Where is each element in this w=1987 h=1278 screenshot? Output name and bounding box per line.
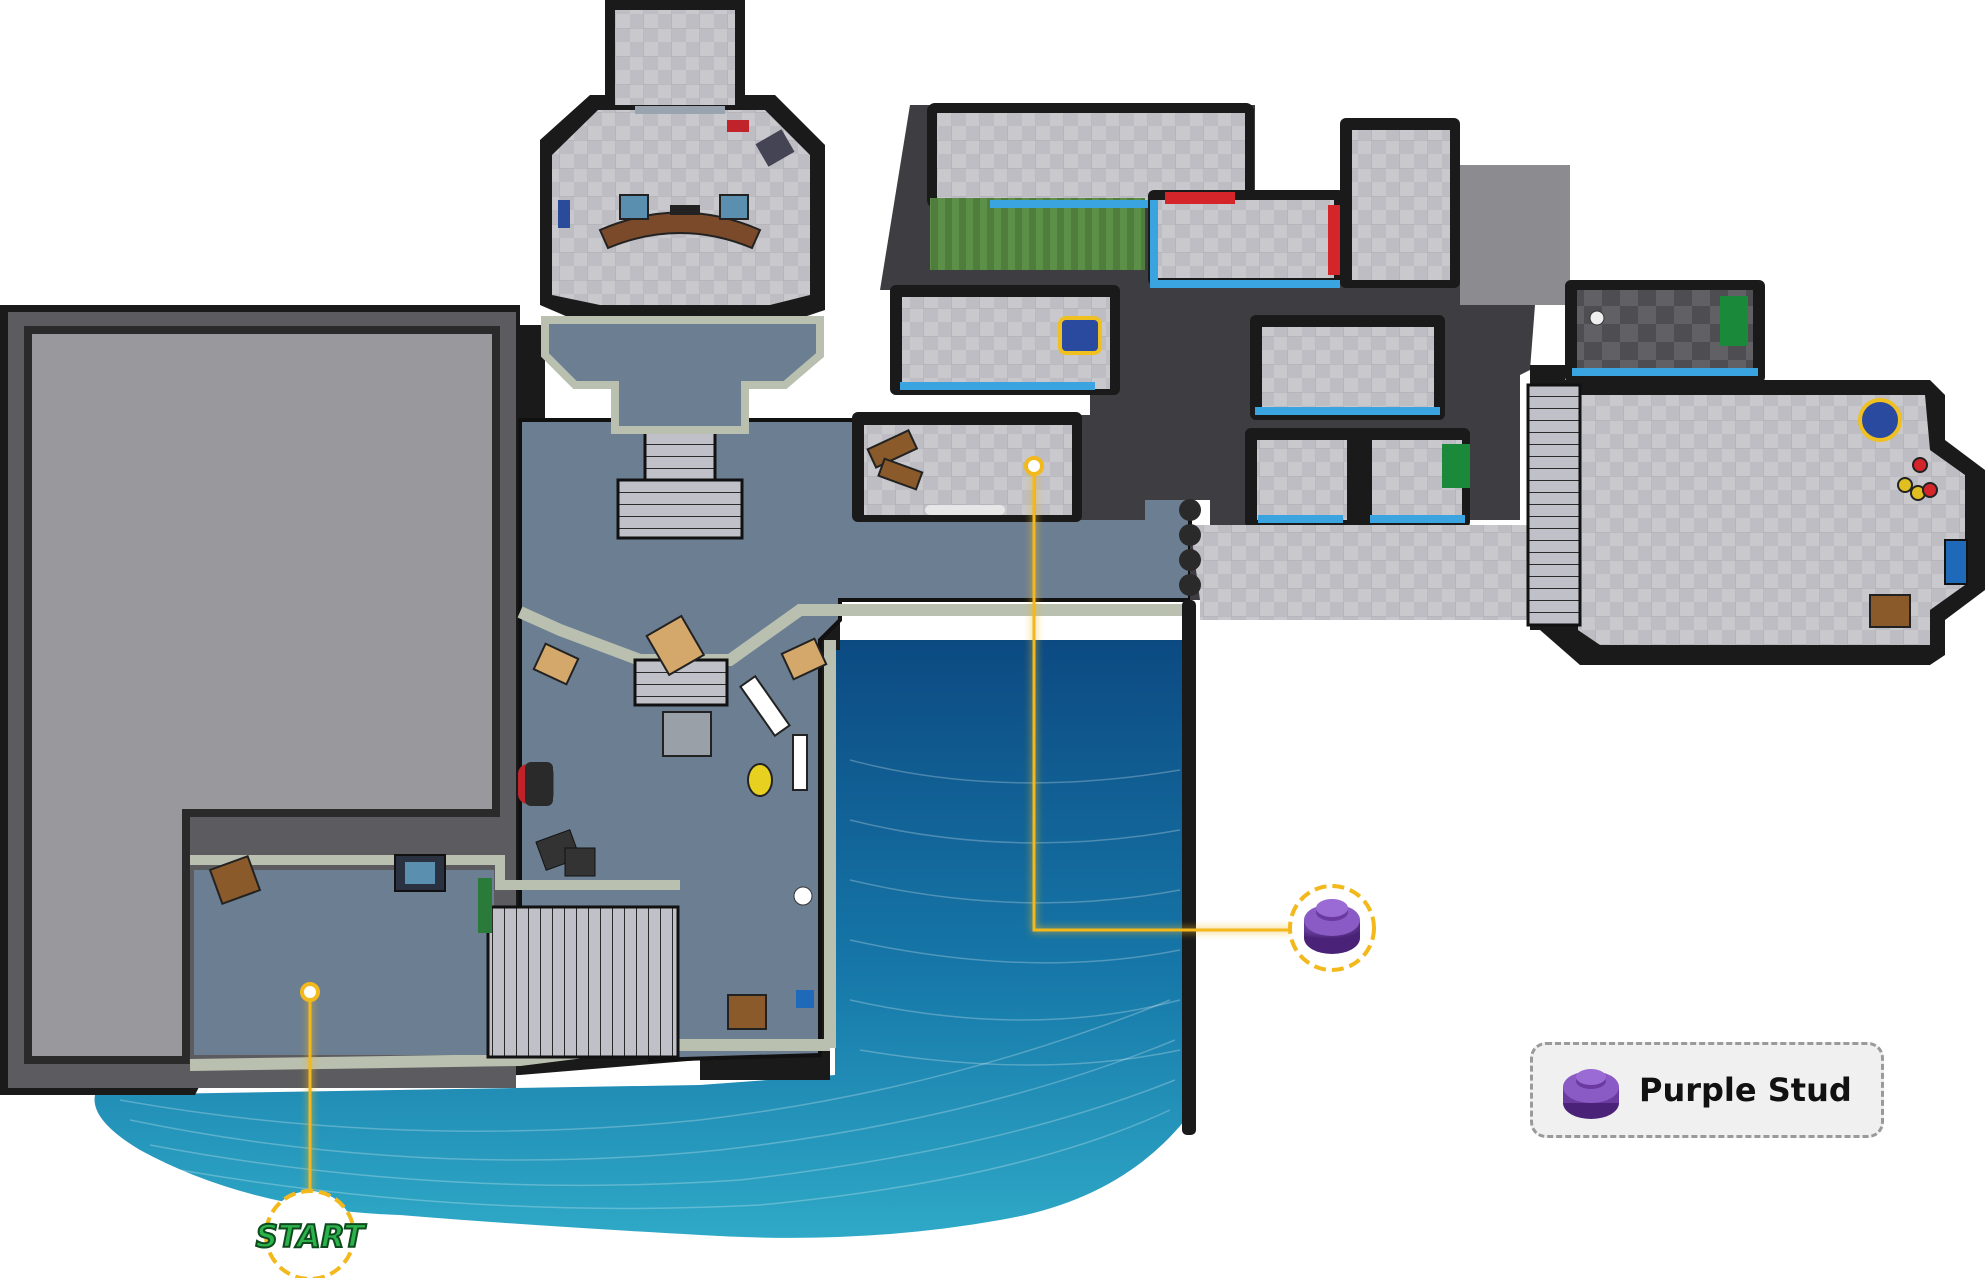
east-wing-upper [852, 103, 1570, 620]
stud-path-dot [1024, 456, 1044, 476]
start-marker[interactable]: START [255, 1189, 368, 1278]
purple-stud-icon [1304, 899, 1360, 954]
east-wing-right [1526, 280, 1985, 665]
path-lines [308, 466, 1295, 1205]
start-path-dot [300, 982, 320, 1002]
purple-stud-marker[interactable] [1288, 884, 1376, 972]
lower-left-room [194, 870, 680, 1059]
hall-props [208, 614, 828, 1030]
legend: Purple Stud [1530, 1042, 1884, 1138]
water-area [94, 640, 1186, 1238]
start-label: START [256, 1219, 368, 1255]
purple-stud-icon [1563, 1069, 1619, 1119]
top-control-room [540, 0, 825, 434]
divider-wall [1179, 499, 1201, 1135]
legend-label: Purple Stud [1639, 1071, 1852, 1109]
